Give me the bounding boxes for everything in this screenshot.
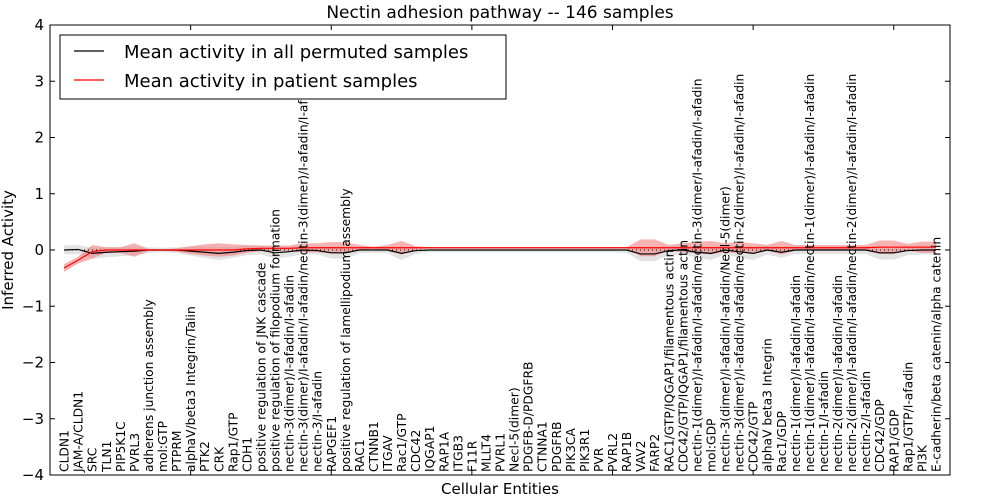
x-category-label: nectin-3(dimer)/I-afadin/I-afadin/nectin… [733,74,747,472]
x-category-label: PVRL1 [494,433,508,472]
x-category-label: SRC [86,448,100,472]
x-category-label: positive regulation of JNK cascade [254,263,268,472]
x-category-label: CTNNA1 [536,421,550,472]
chart-title: Nectin adhesion pathway -- 146 samples [326,3,673,23]
x-category-label: CDC42/GDP [873,399,887,472]
y-tick-label: −3 [22,410,44,428]
x-category-label: ITGAV [381,435,395,472]
x-category-label: CDH1 [240,437,254,472]
x-category-label: positive regulation of filopodium format… [269,209,283,472]
y-tick-label: −2 [22,354,44,372]
x-category-label: nectin-3(dimer)/I-afadin/I-afadin [283,275,297,472]
x-category-label: PVR [592,447,606,472]
x-category-label: PTK2 [198,441,212,472]
x-category-label: alphaV beta3 Integrin [761,338,775,472]
x-category-label: CRK [212,446,226,472]
x-category-label: RAPGEF1 [325,416,339,472]
x-category-label: nectin-1/I-afadin [817,371,831,472]
x-category-label: CLDN1 [58,430,72,472]
x-axis-label: Cellular Entities [441,480,559,498]
x-category-label: nectin-1(dimer)/I-afadin/I-afadin/nectin… [803,74,817,472]
x-category-label: RAC1 [353,439,367,472]
x-category-label: Rac1/GDP [775,411,789,472]
y-tick-label: −4 [22,466,44,484]
x-category-label: PIP5K1C [114,421,128,472]
x-category-label: nectin-2(dimer)/I-afadin/I-afadin/nectin… [845,74,859,472]
y-tick-label: 3 [34,72,44,90]
x-category-label: positive regulation of lamellipodium ass… [339,188,353,472]
x-category-label: CDC42/GTP/IQGAP1/filamentous actin [676,240,690,472]
x-category-label: PI3K [915,444,929,472]
x-category-label: PDGFB-D/PDGFRB [522,362,536,472]
y-axis-label: Inferred Activity [0,190,17,310]
x-category-label: PIK3CA [564,427,578,472]
x-category-label: F11R [465,440,479,472]
x-category-label: MLLT4 [479,434,493,472]
x-category-label: nectin-3(dimer)/I-afadin/I-afadin/nectin… [297,74,311,472]
x-category-label: CDC42 [409,430,423,472]
y-tick-label: −1 [22,297,44,315]
x-category-label: Necl-5(dimer) [508,387,522,472]
x-category-label: nectin-2/I-afadin [859,371,873,472]
x-category-label: RAP1/GDP [887,410,901,472]
x-category-label: RAP1A [437,431,451,472]
x-category-label: PTPRM [170,431,184,473]
x-category-label: RAC1/GTP/IQGAP1/filamentous actin [662,250,676,472]
x-category-label: PDGFRB [550,422,564,472]
x-category-label: RAP1B [620,432,634,472]
x-category-label: CDC42/GTP [747,402,761,472]
x-category-label: alphaV/beta3 Integrin/Talin [184,306,198,472]
x-category-label: JAM-A/CLDN1 [72,391,86,473]
x-category-label: Rap1/GTP/I-afadin [901,362,915,472]
x-category-label: PVRL2 [606,433,620,472]
x-category-label: nectin-2(dimer)/I-afadin/I-afadin [831,275,845,472]
x-category-label: nectin-1(dimer)/I-afadin/I-afadin [789,275,803,472]
x-category-label: nectin-3(dimer)/I-afadin/I-afadin/Necl-5… [719,186,733,472]
x-category-label: E-cadherin/beta catenin/alpha catenin [929,237,943,472]
legend-label-patient: Mean activity in patient samples [124,71,418,92]
x-category-label: Rac1/GTP [395,413,409,472]
x-category-label: TLN1 [100,441,114,473]
y-tick-label: 0 [34,241,44,259]
x-category-label: nectin-1(dimer)/I-afadin/I-afadin/nectin… [690,79,704,473]
x-category-label: adherens junction assembly [142,299,156,472]
x-category-label: PIK3R1 [578,429,592,472]
y-tick-label: 1 [34,185,44,203]
x-category-label: Rap1/GTP [226,412,240,472]
legend-label-permuted: Mean activity in all permuted samples [124,42,468,63]
x-category-label: FARP2 [648,434,662,472]
x-category-label: CTNNB1 [367,421,381,472]
x-category-label: PVRL3 [128,433,142,472]
y-tick-label: 2 [34,129,44,147]
x-category-label: nectin-3/I-afadin [311,371,325,472]
x-category-label: ITGB3 [451,435,465,472]
x-category-label: VAV2 [634,441,648,473]
legend: Mean activity in all permuted samples Me… [60,35,506,99]
x-category-label: mol:GTP [156,421,170,472]
y-tick-label: 4 [34,16,44,34]
x-category-label: IQGAP1 [423,426,437,473]
x-category-label: mol:GDP [704,419,718,472]
